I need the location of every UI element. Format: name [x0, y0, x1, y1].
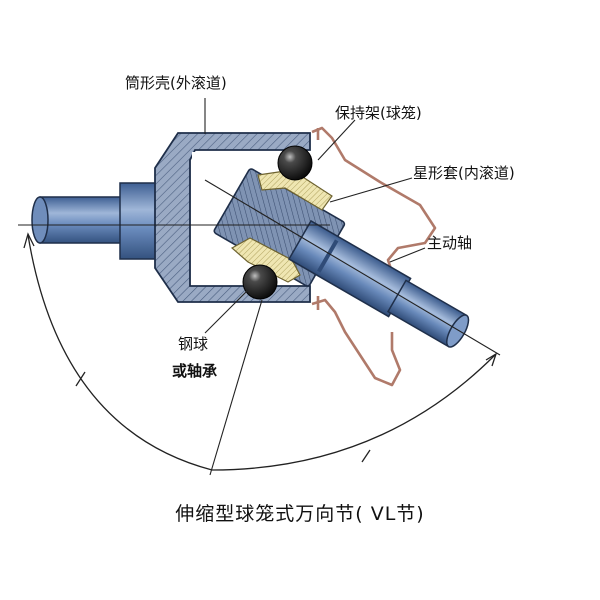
label-outer-housing: 筒形壳(外滚道): [125, 74, 227, 92]
drive-shaft: [287, 219, 470, 348]
label-cage: 保持架(球笼): [335, 104, 422, 122]
label-ball-line2: 或轴承: [172, 362, 218, 380]
cage: [230, 169, 333, 283]
label-drive-shaft: 主动轴: [427, 234, 473, 252]
center-lines: [18, 179, 501, 476]
label-ball-line1: 钢球: [178, 335, 209, 353]
angle-arc: [23, 232, 498, 471]
leader-lines: [204, 98, 426, 334]
left-shaft: [31, 182, 161, 260]
steel-balls: [242, 145, 313, 300]
diagram-caption: 伸缩型球笼式万向节( VL节): [175, 503, 425, 525]
ball-bottom: [242, 264, 278, 300]
label-inner-race: 星形套(内滚道): [413, 164, 515, 182]
ball-top: [277, 145, 313, 181]
boot: [311, 126, 437, 387]
